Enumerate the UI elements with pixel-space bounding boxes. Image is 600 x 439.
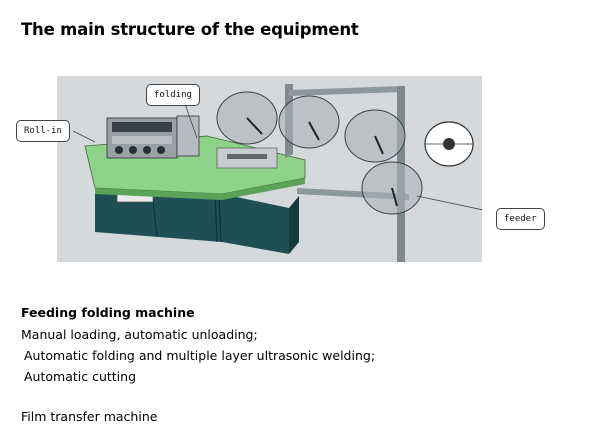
feeder-leader bbox=[416, 195, 482, 211]
folding-leader bbox=[184, 103, 198, 139]
table-edge bbox=[95, 178, 305, 200]
equipment-illustration bbox=[57, 76, 482, 262]
cabinet-front bbox=[95, 188, 289, 254]
description-line-3: Automatic cutting bbox=[24, 369, 137, 384]
description-line-1: Manual loading, automatic unloading; bbox=[21, 327, 258, 342]
folding-unit bbox=[176, 115, 200, 157]
frame-rail-top bbox=[289, 86, 402, 96]
roll-in-leader bbox=[72, 130, 96, 143]
feeder-callout: feeder bbox=[496, 208, 545, 230]
section-heading: Feeding folding machine bbox=[21, 305, 195, 320]
page-title: The main structure of the equipment bbox=[21, 20, 359, 39]
footer-text: Film transfer machine bbox=[21, 409, 158, 424]
machine-drawing bbox=[72, 84, 482, 262]
cabinet-side bbox=[289, 196, 299, 254]
description-line-2: Automatic folding and multiple layer ult… bbox=[24, 348, 376, 363]
folding-callout: folding bbox=[146, 84, 200, 106]
roll-in-callout: Roll-in bbox=[16, 120, 70, 142]
